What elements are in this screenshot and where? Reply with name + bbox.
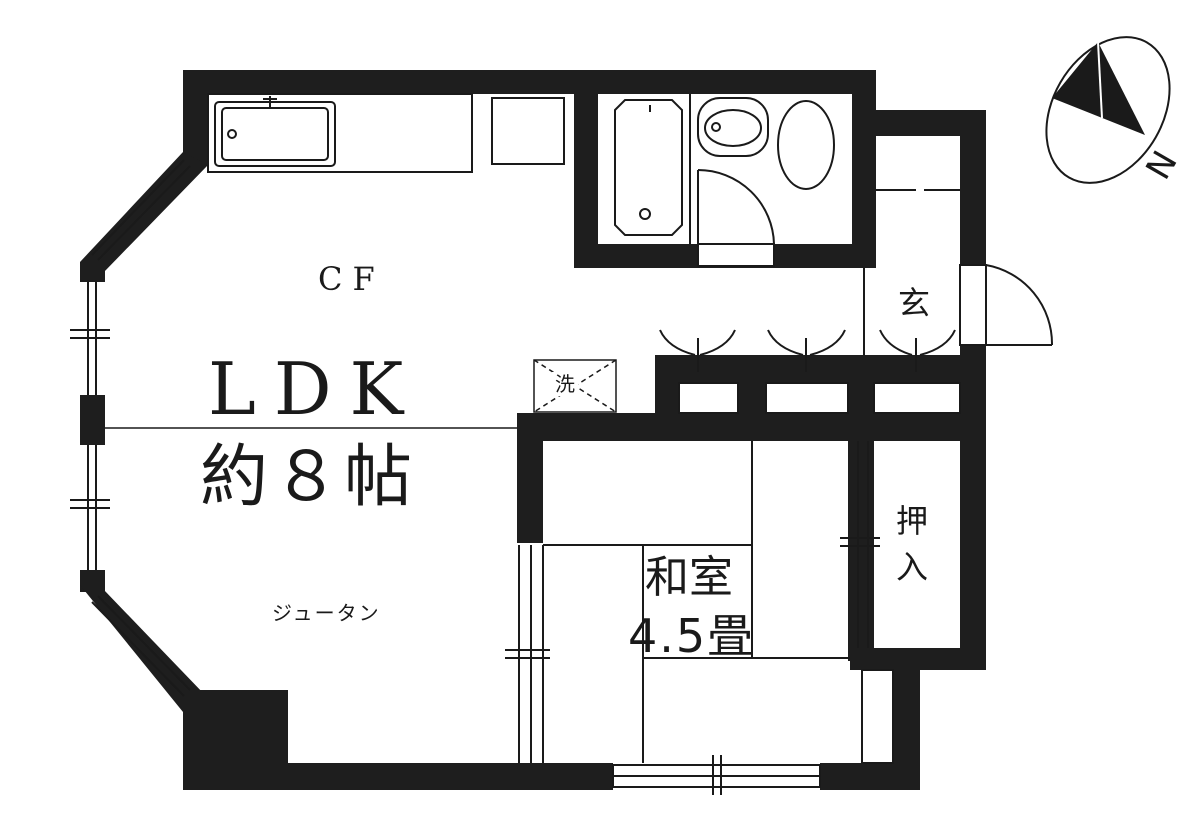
ldk-room-name: LDK xyxy=(208,347,421,431)
closet-label-line2: 入 xyxy=(896,548,928,586)
bath-unit xyxy=(598,94,852,267)
kitchen-counter xyxy=(207,93,565,173)
washer-label: 洗 xyxy=(555,372,575,396)
left-windows xyxy=(70,159,191,697)
ldk-room-size: 約８帖 xyxy=(200,438,416,517)
washitsu-tatami xyxy=(505,441,894,764)
ldk-flooring-top: CF xyxy=(318,260,385,298)
north-compass xyxy=(1045,36,1171,184)
washitsu-name: 和室 xyxy=(645,552,733,603)
bottom-window xyxy=(612,755,821,795)
compass-label: N xyxy=(1138,144,1185,186)
washitsu-size: 4.5畳 xyxy=(628,609,755,663)
closet-doors xyxy=(659,329,961,414)
closet-label-line1: 押 xyxy=(896,502,928,540)
outer-walls xyxy=(80,70,986,790)
compass-arrow-icon xyxy=(1052,42,1145,135)
ldk-flooring-bottom: ジュータン xyxy=(272,601,381,625)
entrance-area xyxy=(863,189,1054,355)
washer-space xyxy=(533,359,617,413)
entrance-label: 玄 xyxy=(898,284,930,322)
